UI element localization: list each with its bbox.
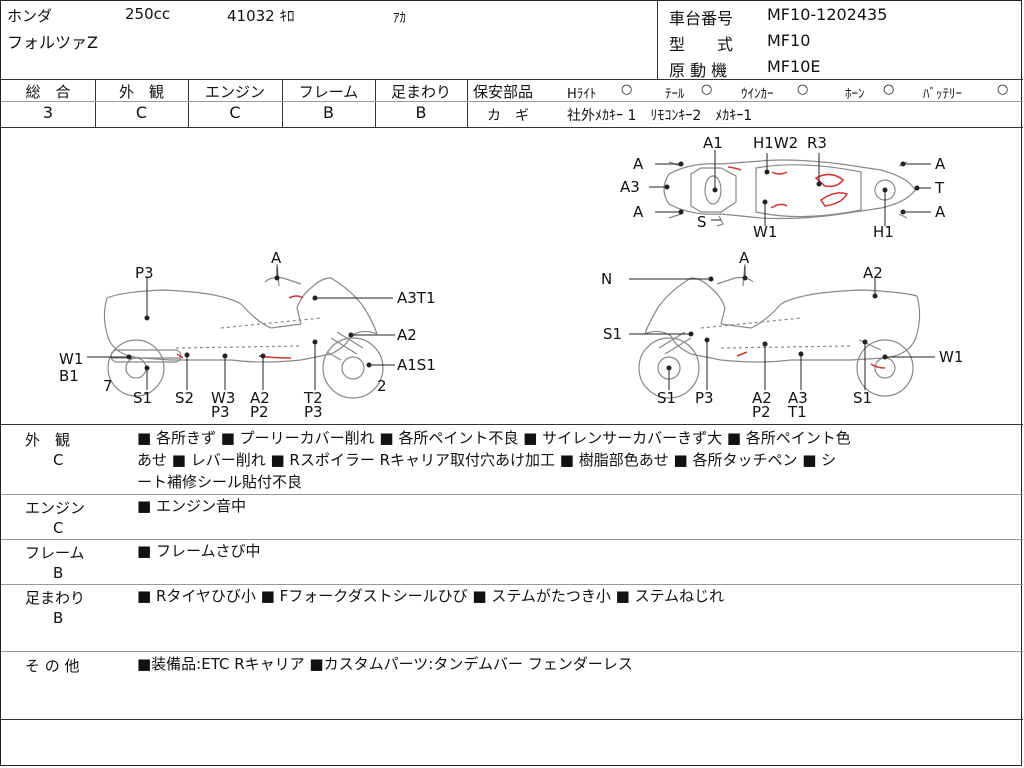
- note-text: ■ 各所きず ■ プーリーカバー削れ ■ 各所ペイント不良 ■ サイレンサーカバ…: [137, 429, 851, 447]
- color: ｱｶ: [393, 11, 406, 26]
- safety-item-status: ○: [701, 82, 713, 97]
- diagram-label: A3: [620, 178, 640, 196]
- engine-value: MF10E: [767, 57, 821, 76]
- diagram-label: P3: [135, 264, 154, 282]
- diagram-label: P2: [250, 403, 269, 421]
- note-text: ート補修シール貼付不良: [137, 473, 303, 491]
- grade-frame-value: B: [323, 103, 334, 122]
- note-text: ■ Rタイヤひび小 ■ Fフォークダストシールひび ■ ステムがたつき小 ■ ス…: [137, 587, 725, 605]
- diagram-label: S1: [133, 389, 152, 407]
- diagram-label: W1: [59, 350, 83, 368]
- note-grade: C: [53, 451, 64, 469]
- keys-value: 社外ﾒｶｷｰ 1 ﾘﾓｺﾝｷｰ2 ﾒｶｷｰ1: [567, 108, 753, 124]
- mileage: 41032 ｷﾛ: [227, 7, 295, 25]
- note-category: エンジン: [25, 499, 86, 517]
- grade-suspension-value: B: [415, 103, 427, 122]
- grade-exterior-value: C: [135, 103, 148, 122]
- diagram-label: A2: [397, 326, 417, 344]
- safety-item-status: ○: [883, 82, 895, 97]
- note-text: ■装備品:ETC Rキャリア ■カスタムパーツ:タンデムバー フェンダーレス: [137, 655, 633, 673]
- diagram-label: A: [633, 203, 644, 221]
- keys-label: カ ギ: [487, 108, 529, 124]
- diagram-label: S1: [853, 389, 872, 407]
- diagram-label: H1W2: [753, 134, 798, 152]
- note-grade: B: [53, 564, 64, 582]
- damage-diagram: A A3 A A1 S H1W2 R3 W1 H1 A T A P3 A A3T…: [59, 134, 963, 421]
- diagram-label: A2: [752, 389, 772, 407]
- safety-item-name: Hﾗｲﾄ: [567, 87, 597, 102]
- safety-label: 保安部品: [473, 83, 534, 101]
- note-grade: C: [53, 519, 64, 537]
- safety-item-status: ○: [797, 82, 809, 97]
- note-text: ■ エンジン音中: [137, 497, 246, 515]
- diagram-label: A: [271, 249, 282, 267]
- diagram-label: B1: [59, 367, 79, 385]
- diagram-label: A: [935, 203, 946, 221]
- diagram-label: A3: [788, 389, 808, 407]
- safety-item-status: ○: [997, 82, 1009, 97]
- note-grade: B: [53, 609, 64, 627]
- grade-engine-value: C: [229, 103, 241, 122]
- safety-item-name: ｳｲﾝｶｰ: [741, 87, 774, 102]
- grade-engine-label: エンジン: [204, 83, 265, 101]
- diagram-label: R3: [807, 134, 827, 152]
- diagram-label: S1: [657, 389, 676, 407]
- diagram-label: H1: [873, 223, 894, 241]
- note-category: フレーム: [25, 544, 85, 562]
- note-text: ■ フレームさび中: [137, 542, 261, 560]
- diagram-label: W1: [939, 348, 963, 366]
- diagram-label: A1S1: [397, 356, 436, 374]
- frame-no: MF10-1202435: [767, 5, 888, 24]
- diagram-label: A: [633, 155, 644, 173]
- diagram-label: S1: [603, 325, 622, 343]
- note-category: 足まわり: [25, 589, 86, 607]
- safety-item-status: ○: [621, 82, 633, 97]
- diagram-label: S2: [175, 389, 194, 407]
- diagram-label: P3: [211, 403, 230, 421]
- diagram-label: 2: [377, 377, 387, 395]
- grade-overall-label: 総 合: [25, 83, 71, 101]
- model-name: フォルツァZ: [7, 33, 98, 52]
- diagram-label: W1: [753, 223, 777, 241]
- note-text: あせ ■ レバー削れ ■ Rスポイラー Rキャリア取付穴あけ加工 ■ 樹脂部色あ…: [137, 451, 837, 469]
- diagram-label: 7: [103, 377, 113, 395]
- note-category: そ の 他: [25, 657, 80, 675]
- grade-frame-label: フレーム: [298, 83, 359, 101]
- diagram-label: A: [739, 249, 750, 267]
- diagram-label: A2: [863, 264, 883, 282]
- diagram-label: A2: [250, 389, 270, 407]
- frame-no-label: 車台番号: [669, 9, 734, 28]
- diagram-label: P3: [304, 403, 323, 421]
- grade-suspension-label: 足まわり: [390, 83, 451, 101]
- grade-exterior-label: 外 観: [118, 83, 164, 101]
- maker: ホンダ: [7, 7, 53, 25]
- diagram-label: W3: [211, 389, 235, 407]
- note-category: 外 観: [25, 431, 71, 449]
- diagram-label: N: [601, 270, 612, 288]
- safety-item-name: ﾃｰﾙ: [665, 87, 685, 102]
- diagram-label: P3: [695, 389, 714, 407]
- diagram-label: T: [934, 179, 945, 197]
- diagram-label: P2: [752, 403, 771, 421]
- safety-item-name: ﾎｰﾝ: [845, 87, 865, 102]
- diagram-label: A1: [703, 134, 723, 152]
- diagram-label: A3T1: [397, 289, 436, 307]
- diagram-label: S: [697, 213, 707, 231]
- type-value: MF10: [767, 31, 811, 50]
- engine-label: 原 動 機: [669, 61, 728, 80]
- diagram-label: T2: [303, 389, 323, 407]
- diagram-label: A: [935, 155, 946, 173]
- grade-overall-value: 3: [42, 103, 54, 122]
- safety-item-name: ﾊﾞｯﾃﾘｰ: [923, 87, 962, 102]
- type-label: 型 式: [669, 35, 734, 54]
- diagram-label: T1: [787, 403, 807, 421]
- displacement: 250cc: [125, 5, 171, 23]
